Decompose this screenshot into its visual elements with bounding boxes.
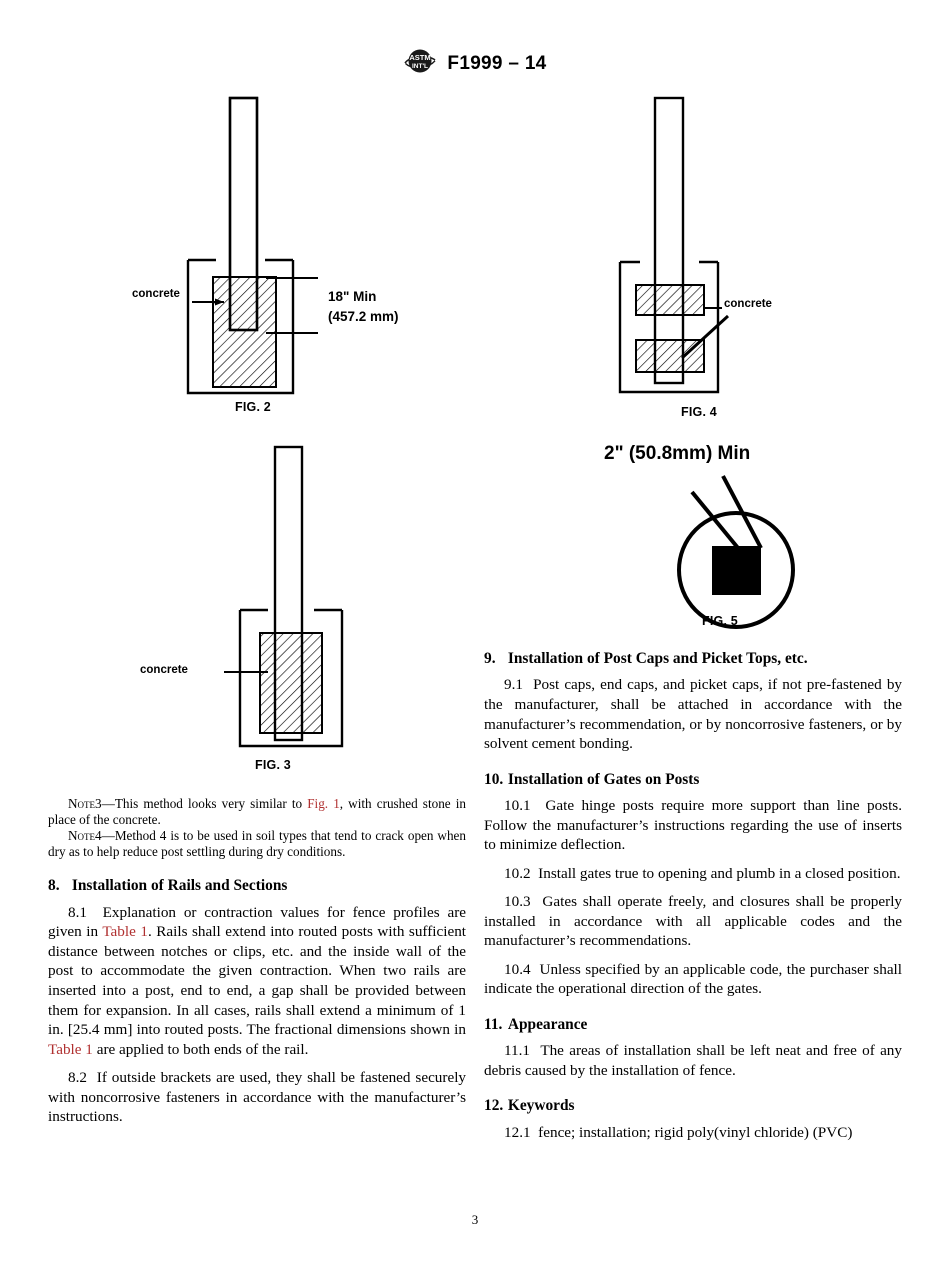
section-11-heading: 11. Appearance xyxy=(484,1016,902,1034)
fig2-dimension-line-2: (457.2 mm) xyxy=(328,309,399,324)
note-4-number: 4 xyxy=(95,828,102,844)
paragraph-10-2-number: 10.2 xyxy=(504,864,531,882)
paragraph-10-1-text: Gate hinge posts require more support th… xyxy=(484,797,902,854)
note-3-number: 3 xyxy=(95,796,102,811)
paragraph-10-4: 10.4 Unless specified by an applicable c… xyxy=(484,960,902,999)
section-9-title: Installation of Post Caps and Picket Top… xyxy=(507,650,808,667)
paragraph-12-1-text: fence; installation; rigid poly(vinyl ch… xyxy=(538,1123,853,1141)
paragraph-8-1-text-c: are applied to both ends of the rail. xyxy=(92,1040,309,1058)
note-3-text-before: —This method looks very similar to xyxy=(101,796,308,811)
paragraph-12-1-number: 12.1 xyxy=(504,1123,531,1141)
paragraph-8-1-text-a: Explanation or contraction values for fe… xyxy=(48,903,467,941)
paragraph-8-1-table-reference-1[interactable]: Table 1 xyxy=(102,923,148,941)
figure-2-drawing xyxy=(186,96,318,395)
section-9-number: 9. xyxy=(484,650,496,667)
section-11-number: 11. xyxy=(484,1015,503,1033)
paragraph-9-1-number: 9.1 xyxy=(504,676,523,694)
section-12-number: 12. xyxy=(484,1097,504,1115)
paragraph-8-2: 8.2 If outside brackets are used, they s… xyxy=(48,1068,466,1127)
figure-3-drawing xyxy=(224,445,344,748)
page-number: 3 xyxy=(471,1212,479,1227)
fig2-dimension-line-1: 18" Min xyxy=(328,289,377,304)
paragraph-11-1: 11.1 The areas of installation shall be … xyxy=(484,1041,902,1080)
svg-text:ASTM: ASTM xyxy=(410,53,431,62)
fig3-caption: FIG. 3 xyxy=(255,758,291,772)
note-3-lead: Note xyxy=(68,796,96,811)
figure-4-drawing xyxy=(618,96,730,394)
paragraph-8-1: 8.1 Explanation or contraction values fo… xyxy=(48,903,466,1059)
section-9-heading: 9. Installation of Post Caps and Picket … xyxy=(484,650,902,668)
standard-designation: F1999 – 14 xyxy=(447,52,547,74)
section-12-title: Keywords xyxy=(507,1097,575,1115)
fig5-caption: FIG. 5 xyxy=(702,614,738,628)
note-4: Note4—Method 4 is to be used in soil typ… xyxy=(48,828,466,860)
right-text-column: 9. Installation of Post Caps and Picket … xyxy=(484,650,902,1142)
left-text-column: Note3—This method looks very similar to … xyxy=(48,796,466,1127)
paragraph-10-3-number: 10.3 xyxy=(504,893,531,911)
paragraph-10-1: 10.1 Gate hinge posts require more suppo… xyxy=(484,796,902,855)
fig4-concrete-label: concrete xyxy=(724,298,772,310)
note-3-figure-reference[interactable]: Fig. 1 xyxy=(307,796,340,811)
paragraph-8-1-table-reference-2[interactable]: Table 1 xyxy=(48,1040,93,1058)
paragraph-10-2-text: Install gates true to opening and plumb … xyxy=(538,864,901,882)
section-12-heading: 12. Keywords xyxy=(484,1097,902,1115)
paragraph-9-1: 9.1 Post caps, end caps, and picket caps… xyxy=(484,675,902,753)
section-10-heading: 10. Installation of Gates on Posts xyxy=(484,771,902,789)
paragraph-12-1: 12.1 fence; installation; rigid poly(vin… xyxy=(484,1123,902,1143)
note-4-lead: Note xyxy=(68,828,96,844)
note-3: Note3—This method looks very similar to … xyxy=(48,796,466,828)
paragraph-8-2-text: If outside brackets are used, they shall… xyxy=(48,1069,467,1126)
section-10-title: Installation of Gates on Posts xyxy=(507,770,700,788)
paragraph-8-1-number: 8.1 xyxy=(68,903,87,921)
section-8-title: Installation of Rails and Sections xyxy=(71,877,288,895)
fig4-caption: FIG. 4 xyxy=(681,405,717,419)
paragraph-11-1-number: 11.1 xyxy=(504,1042,531,1060)
paragraph-10-4-text: Unless specified by an applicable code, … xyxy=(484,960,902,998)
paragraph-10-1-number: 10.1 xyxy=(504,797,531,815)
paragraph-10-3-text: Gates shall operate freely, and closures… xyxy=(484,893,903,950)
section-8-number: 8. xyxy=(48,877,60,895)
fig2-concrete-label: concrete xyxy=(132,288,180,300)
section-10-number: 10. xyxy=(484,770,504,788)
svg-text:INT'L: INT'L xyxy=(412,63,428,70)
paragraph-9-1-text: Post caps, end caps, and picket caps, if… xyxy=(484,676,903,753)
section-11-title: Appearance xyxy=(507,1015,588,1033)
page-header: ASTM INT'L F1999 – 14 xyxy=(0,48,950,79)
paragraph-11-1-text: The areas of installation shall be left … xyxy=(484,1042,902,1079)
section-8-heading: 8. Installation of Rails and Sections xyxy=(48,877,466,895)
fig2-caption: FIG. 2 xyxy=(235,400,271,414)
figure-5-drawing xyxy=(677,475,795,629)
paragraph-8-2-number: 8.2 xyxy=(68,1069,87,1087)
note-3-text-after: , with crushed stone in place of the con… xyxy=(48,796,466,828)
paragraph-10-4-number: 10.4 xyxy=(504,960,531,978)
astm-logo-icon: ASTM INT'L xyxy=(403,48,437,79)
fig3-concrete-label: concrete xyxy=(140,664,188,676)
paragraph-10-3: 10.3 Gates shall operate freely, and clo… xyxy=(484,892,902,951)
paragraph-10-2: 10.2 Install gates true to opening and p… xyxy=(484,864,902,884)
fig5-dimension-label: 2" (50.8mm) Min xyxy=(604,443,751,464)
note-4-text: —Method 4 is to be used in soil types th… xyxy=(48,828,466,860)
paragraph-8-1-text-b: . Rails shall extend into routed posts w… xyxy=(48,923,467,1039)
